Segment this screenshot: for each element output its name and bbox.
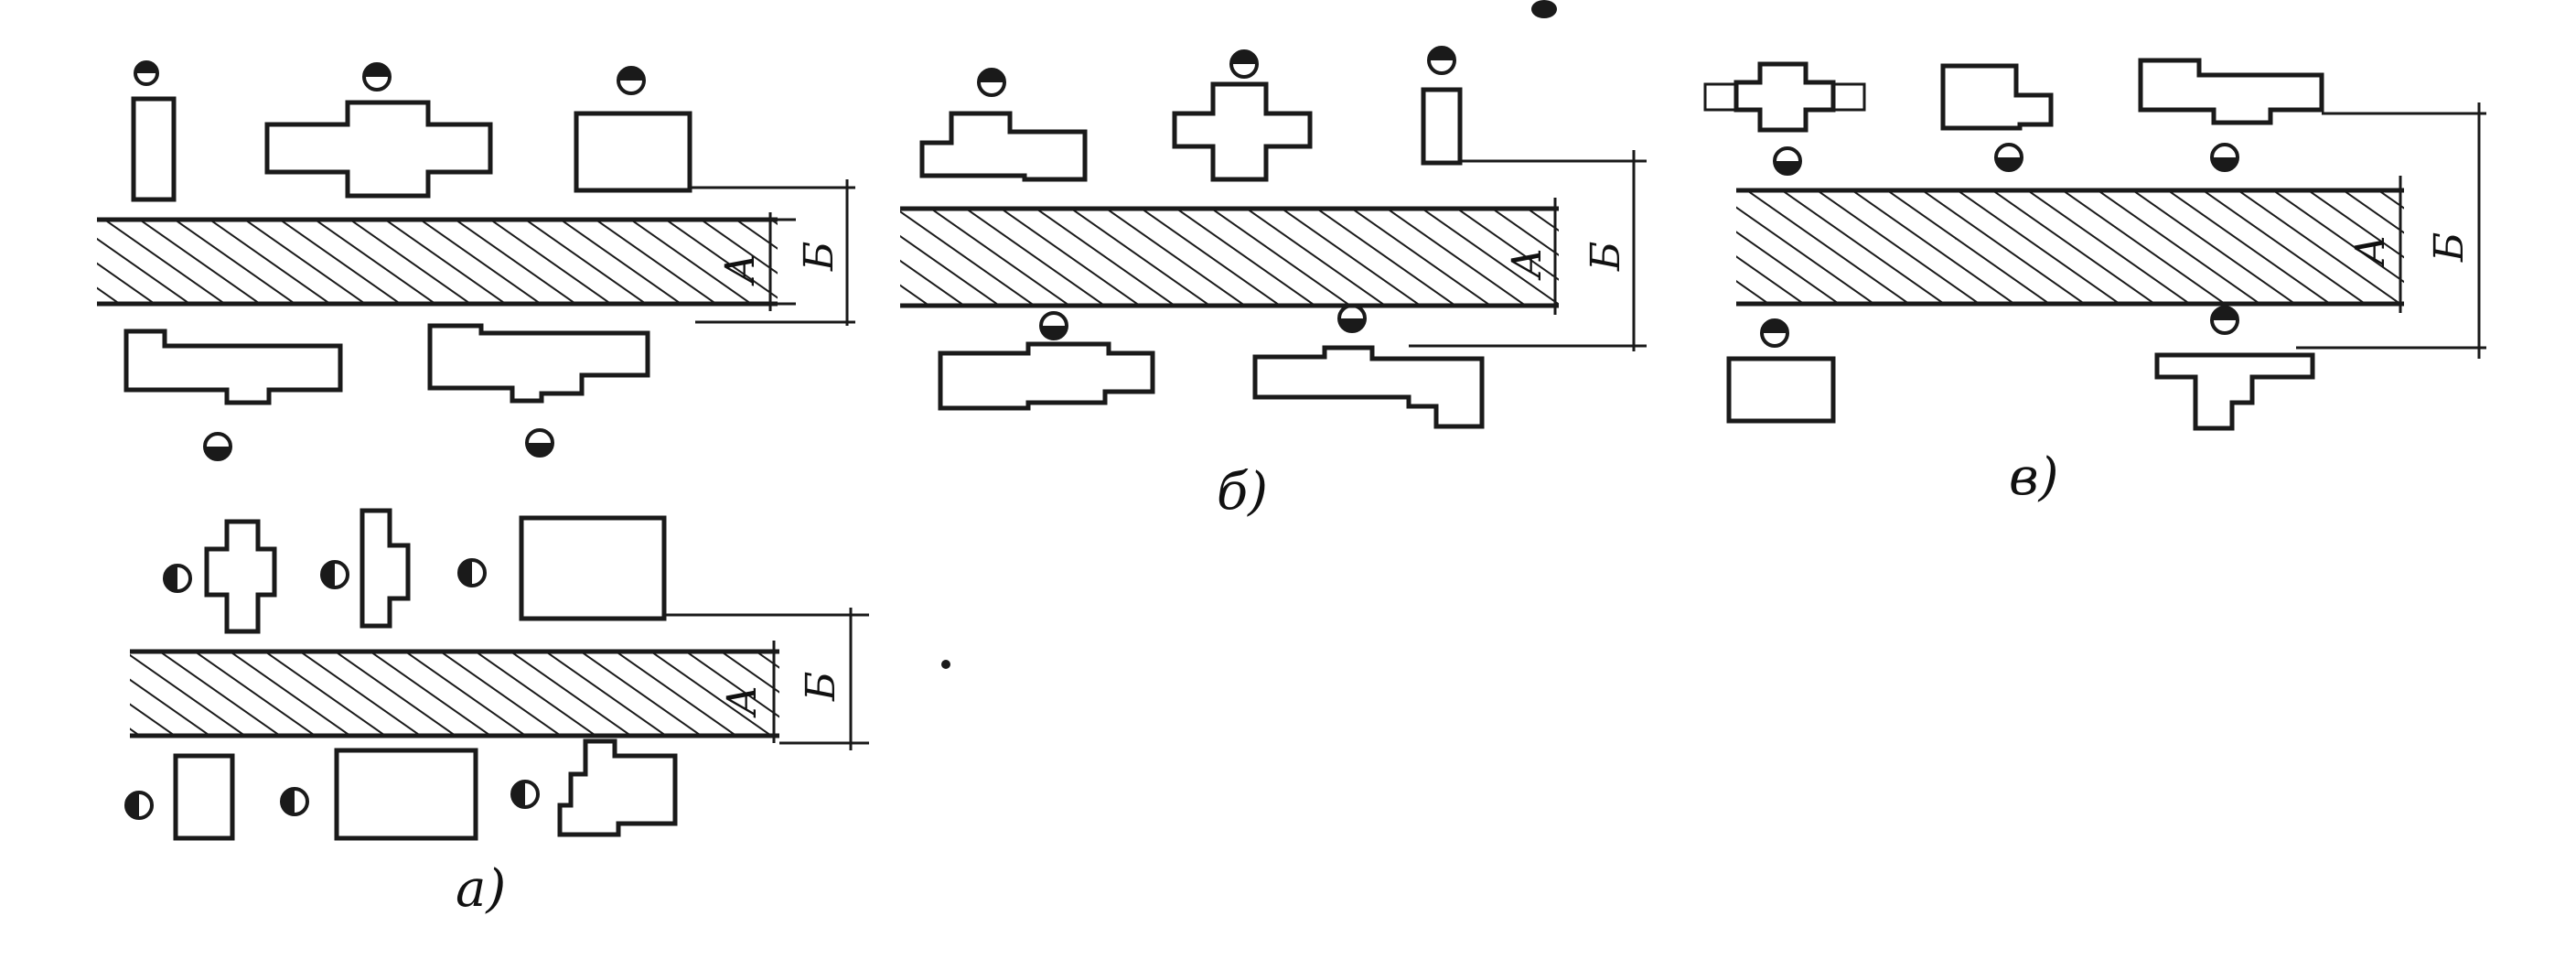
scan-specks	[941, 0, 1557, 669]
operator-marker-group	[1039, 304, 1367, 340]
machine-outline	[1733, 61, 1836, 133]
machine-group-v-bottom	[1726, 352, 2315, 431]
machine-group-a-top	[131, 96, 692, 202]
machine-outline	[1831, 82, 1866, 112]
machine-outline	[1172, 81, 1313, 182]
operator-marker-group	[1760, 306, 2239, 348]
dimension-label-b: Б	[796, 242, 843, 272]
machine-outline	[1726, 356, 1836, 424]
machine-outline	[1421, 87, 1463, 166]
machine-outline	[427, 323, 650, 404]
panel-v	[1703, 58, 2486, 431]
machine-outline	[173, 753, 235, 841]
machine-outline	[264, 100, 493, 199]
dimension-label-a: А	[1504, 248, 1551, 281]
dimension-label-a: А	[717, 253, 764, 286]
machine-outline	[557, 738, 678, 837]
aisle-hatched-band	[1736, 190, 2404, 304]
machine-group-a2-top	[204, 508, 667, 634]
dimension-label-b: Б	[1583, 242, 1629, 272]
operator-marker-group	[203, 428, 554, 461]
operator-marker-group	[134, 60, 646, 95]
panel-caption-v: в)	[2009, 447, 2058, 507]
machine-outline	[1703, 82, 1738, 112]
machine-outline	[2154, 352, 2315, 431]
machine-outline	[519, 515, 667, 621]
operator-marker-group	[977, 46, 1456, 97]
dimension-label-b: Б	[2426, 232, 2473, 263]
panel-caption-a: a)	[456, 859, 506, 919]
machine-outline	[2138, 58, 2324, 125]
machine-group-b-top	[919, 81, 1463, 182]
machine-outline	[574, 111, 692, 193]
machine-outline	[123, 329, 343, 405]
machine-outline	[919, 111, 1088, 182]
machine-outline	[131, 96, 177, 202]
machine-group-a-bottom	[123, 323, 650, 405]
dimension-label-a: А	[719, 685, 766, 718]
machine-outline	[204, 519, 277, 634]
dimension-label-a: А	[2347, 235, 2394, 268]
machine-group-v-top	[1703, 58, 2324, 133]
machine-outline	[360, 508, 411, 629]
machine-outline	[334, 748, 478, 841]
aisle-hatched-band	[130, 652, 779, 736]
dimension-label-b: Б	[798, 672, 844, 702]
panel-b	[900, 46, 1647, 429]
machine-outline	[1252, 345, 1485, 429]
machine-group-a2-bottom	[173, 738, 678, 841]
machine-group-b-bottom	[938, 341, 1485, 429]
machine-outline	[1940, 63, 2054, 131]
panel-caption-b: б)	[1217, 462, 1268, 522]
machine-outline	[938, 341, 1155, 411]
aisle-hatched-band	[97, 220, 778, 304]
aisle-hatched-band	[900, 209, 1559, 306]
